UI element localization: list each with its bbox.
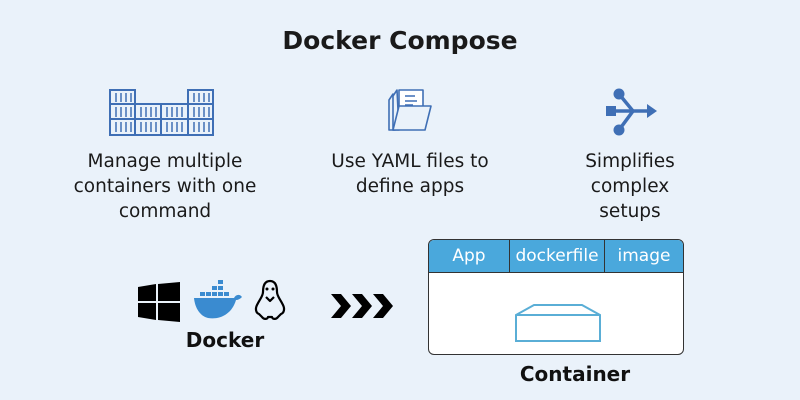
- docker-whale-icon: [194, 280, 242, 319]
- container-box: App dockerfile image: [428, 239, 684, 355]
- tab-app: App: [452, 246, 486, 266]
- chevrons-right-icon: [331, 294, 393, 318]
- split-arrow-icon: [606, 88, 657, 136]
- container-tab-bar: App dockerfile image: [429, 240, 683, 273]
- container-label: Container: [519, 362, 631, 386]
- windows-icon: [138, 282, 180, 322]
- feature-yaml-files: Use YAML files to define apps: [331, 151, 489, 197]
- page-title: Docker Compose: [282, 26, 518, 55]
- feature-simplifies-setups: Simplifies complex setups: [585, 151, 675, 222]
- tab-dockerfile: dockerfile: [509, 240, 604, 272]
- feature-manage-containers: Manage multiple containers with one comm…: [73, 151, 257, 222]
- tab-image: image: [604, 240, 683, 272]
- linux-tux-icon: [254, 279, 286, 320]
- container-box-icon: [515, 304, 601, 342]
- folder-files-icon: [388, 89, 432, 131]
- containers-stack-icon: [109, 89, 214, 136]
- docker-label: Docker: [185, 328, 265, 352]
